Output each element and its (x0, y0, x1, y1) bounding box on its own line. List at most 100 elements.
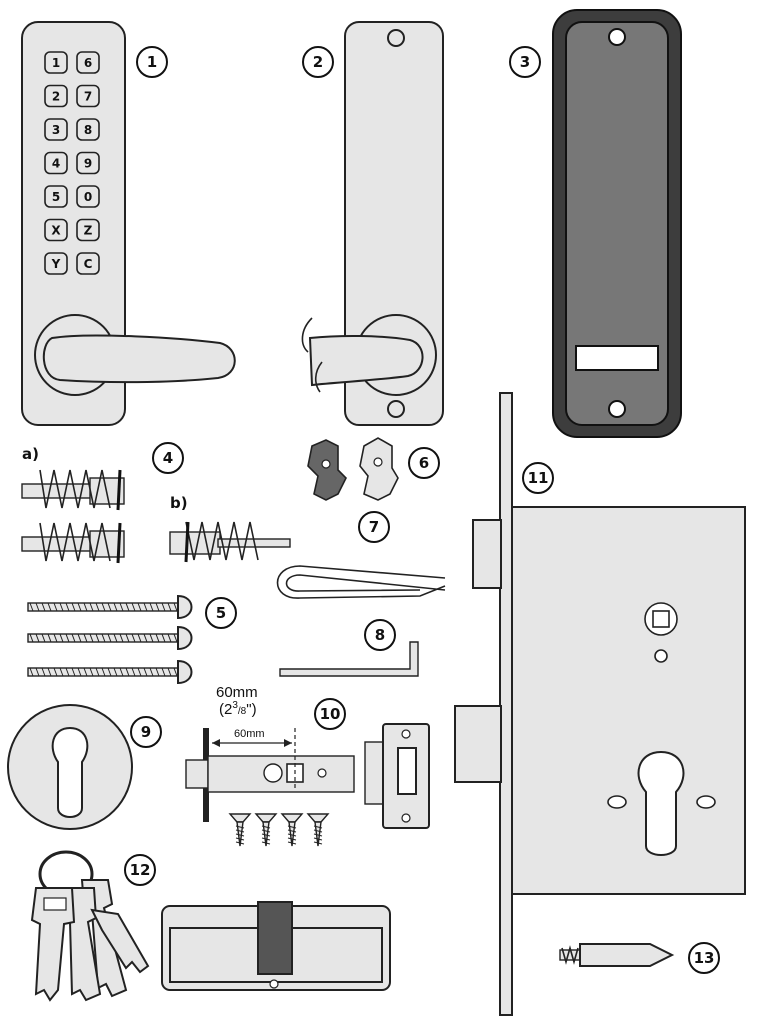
callout-circle (408, 447, 440, 479)
bolt-thread-line (29, 667, 34, 677)
bolt-thread-line (113, 633, 118, 643)
keypad-key-outline (44, 118, 68, 141)
callout-number: 6 (419, 454, 429, 472)
bolt-thread-line (125, 633, 130, 643)
part-callout: 11 (522, 462, 554, 494)
keypad-key-outline (44, 51, 68, 74)
bolt-thread-line (113, 602, 118, 612)
keypad-key-label: 8 (84, 123, 92, 137)
screw-thread-line (261, 829, 271, 833)
tubular-latch-set (185, 723, 430, 847)
part-callout: 10 (314, 698, 346, 730)
bolt-thread-line (41, 633, 46, 643)
part-callout: 2 (302, 46, 334, 78)
screw-head (254, 813, 278, 823)
bolt-thread-line (47, 602, 52, 612)
keypad-key: 5 (44, 185, 68, 208)
callout-number: 5 (216, 604, 226, 622)
bolt-thread-line (149, 633, 154, 643)
bolt-thread-line (119, 602, 124, 612)
bolt-thread-line (65, 667, 70, 677)
keypad-key-outline (76, 218, 100, 242)
bolt-thread-line (125, 667, 130, 677)
bolt-thread-line (89, 602, 94, 612)
callout-circle (302, 46, 334, 78)
keypad-key-outline (44, 84, 68, 108)
screw-thread-line (235, 825, 245, 829)
bolt-thread-line (29, 633, 34, 643)
bolt-thread-line (89, 667, 94, 677)
bolt-thread-line (77, 602, 82, 612)
screw-thread-line (261, 833, 271, 837)
bolt-thread-line (95, 602, 100, 612)
screw-thread-line (261, 837, 271, 841)
latch-screw (306, 813, 330, 847)
latch-screws (228, 813, 330, 847)
callout-circle (152, 442, 184, 474)
callout-circle (124, 854, 156, 886)
keypad-key-outline (76, 84, 100, 108)
bolt-thread-line (77, 667, 82, 677)
keypad-key: 8 (76, 118, 100, 141)
keypad-key-outline (76, 185, 100, 208)
part-callout: 8 (364, 619, 396, 651)
bolt-thread-line (35, 667, 40, 677)
callout-circle (130, 716, 162, 748)
keypad-key: 2 (44, 84, 68, 108)
keypad-key: Z (76, 218, 100, 242)
part-callout: 1 (136, 46, 168, 78)
bolt-threads (29, 602, 178, 677)
bolt-thread-line (83, 602, 88, 612)
backset-imperial-open: (2 (219, 701, 232, 718)
part-callout: 5 (205, 597, 237, 629)
screw-thread-line (313, 837, 323, 841)
keypad-key: Y (44, 252, 68, 275)
backset-imperial-num: 3 (232, 700, 238, 711)
screw-shaft (288, 821, 296, 847)
keypad-key-label: Y (51, 257, 61, 271)
screw-head (280, 813, 304, 823)
screw-thread-line (261, 841, 271, 845)
screw-head (306, 813, 330, 823)
bolt-thread-line (161, 602, 166, 612)
callout-number: 10 (320, 705, 341, 723)
back-plate (301, 21, 444, 426)
bolt-thread-line (149, 602, 154, 612)
part-callout: 7 (358, 511, 390, 543)
bolt-thread-line (71, 633, 76, 643)
cam-adapters (307, 437, 399, 501)
bolt-thread-line (101, 602, 106, 612)
bolt-thread-line (35, 602, 40, 612)
callout-number: 9 (141, 723, 151, 741)
callout-number: 2 (313, 53, 323, 71)
keypad-key-outline (76, 252, 100, 275)
screw-thread-line (287, 837, 297, 841)
keypad-key: 9 (76, 151, 100, 175)
bolt-thread-line (125, 602, 130, 612)
bolt-thread-line (131, 633, 136, 643)
part-callout: 4 (152, 442, 184, 474)
screw-thread-line (287, 833, 297, 837)
keypad-key: 7 (76, 84, 100, 108)
part-callout: 9 (130, 716, 162, 748)
rubber-gasket (552, 9, 682, 438)
bolt-thread-line (77, 633, 82, 643)
bolt-thread-line (83, 667, 88, 677)
bolt-thread-line (107, 602, 112, 612)
bolt-thread-line (95, 667, 100, 677)
bolt-thread-line (83, 633, 88, 643)
callout-circle (358, 511, 390, 543)
part-callout: 6 (408, 447, 440, 479)
spring-spindles (21, 469, 291, 564)
fixing-pin (559, 943, 675, 967)
keypad-key: 0 (76, 185, 100, 208)
keypad-key-outline (44, 185, 68, 208)
screw-thread-line (235, 841, 245, 845)
bolt-thread-line (155, 633, 160, 643)
callout-number: 13 (694, 949, 715, 967)
bolt-thread-line (167, 633, 172, 643)
part-callout: 3 (509, 46, 541, 78)
